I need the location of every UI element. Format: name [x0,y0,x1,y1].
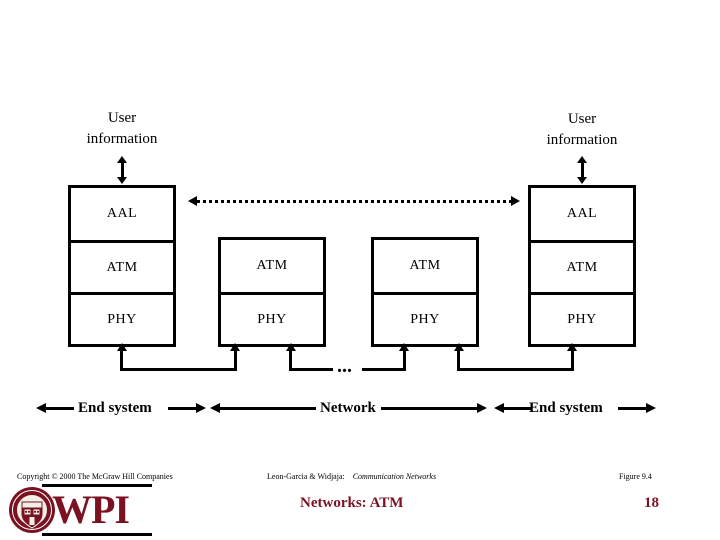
footer-figure-number: Figure 9.4 [619,472,652,481]
arrow-shaft [219,407,316,410]
arrow-head-up-icon [399,343,409,351]
connector-leg [403,350,406,371]
layer-phy: PHY [374,292,476,344]
arrow-head-up-icon [230,343,240,351]
course-title: Networks: ATM [300,495,404,511]
phy-link-connector-1 [117,343,240,371]
arrow-head-right-icon [646,403,656,413]
layer-aal: AAL [71,188,173,240]
arrow-shaft [618,407,647,410]
dashed-line [197,200,511,203]
arrow-shaft [45,407,74,410]
user-information-arrow-left [115,156,129,184]
span-label-end-system-right: End system [529,400,603,416]
wpi-wordmark: WPI [52,487,130,532]
span-label-end-system-left: End system [78,400,152,416]
connector-leg [234,350,237,371]
arrow-shaft [503,407,532,410]
arrow-head-up-icon [577,156,587,163]
arrow-head-up-icon [286,343,296,351]
connector-leg [289,350,292,371]
logo-rule-top [42,484,152,487]
arrow-head-up-icon [117,156,127,163]
span-label-network: Network [320,400,376,416]
footer-citation-authors: Leon-Garcia & Widjaja: [267,472,345,481]
arrow-head-left-icon [210,403,220,413]
span-arrow-end-system-right-end [618,403,656,414]
arrow-shaft [581,161,584,179]
layer-phy: PHY [71,292,173,344]
span-arrow-network-end [381,403,487,414]
arrow-head-left-icon [36,403,46,413]
layer-atm: ATM [531,240,633,292]
user-information-line-1: User [567,111,597,127]
phy-link-connector-2 [286,343,409,371]
arrow-head-down-icon [117,177,127,184]
footer-citation-title: Communication Networks [352,472,437,481]
user-information-label-right: User information [507,109,657,151]
layer-phy: PHY [221,292,323,344]
connector-leg [571,350,574,371]
wpi-seal-icon [9,487,55,533]
aal-peer-link-dashed-arrow [188,196,520,207]
arrow-head-right-icon [477,403,487,413]
protocol-stack-end-system-left: AAL ATM PHY [68,185,176,347]
footer-copyright: Copyright © 2000 The McGraw Hill Compani… [17,472,173,481]
user-information-line-1: User [107,110,137,126]
arrow-head-left-icon [188,196,197,206]
span-arrow-network-start [210,403,316,414]
span-arrow-end-system-right-start [494,403,532,414]
arrow-head-right-icon [511,196,520,206]
phy-link-connector-3 [454,343,577,371]
layer-phy: PHY [531,292,633,344]
wpi-logo: WPI [8,483,156,537]
arrow-shaft [168,407,197,410]
connector-bar-left-segment [289,368,334,371]
arrow-head-up-icon [117,343,127,351]
footer-citation: Leon-Garcia & Widjaja: Communication Net… [267,472,436,481]
connector-bar [120,368,237,371]
protocol-stack-end-system-right: AAL ATM PHY [528,185,636,347]
arrow-head-down-icon [577,177,587,184]
connector-bar [457,368,574,371]
ellipsis-label: ... [337,355,352,377]
protocol-stack-network-node-1: ATM PHY [218,237,326,347]
user-information-line-2: information [546,132,618,148]
layer-atm: ATM [221,240,323,292]
user-information-line-2: information [86,131,158,147]
connector-leg [120,350,123,371]
protocol-stack-network-node-2: ATM PHY [371,237,479,347]
connector-leg [457,350,460,371]
arrow-head-right-icon [196,403,206,413]
arrow-shaft [121,161,124,179]
arrow-head-up-icon [454,343,464,351]
layer-aal: AAL [531,188,633,240]
arrow-head-left-icon [494,403,504,413]
layer-atm: ATM [374,240,476,292]
span-arrow-end-system-left-start [36,403,74,414]
arrow-shaft [381,407,478,410]
arrow-head-up-icon [567,343,577,351]
page-number: 18 [644,495,659,511]
logo-rule-bottom [42,533,152,536]
span-arrow-end-system-left-end [168,403,206,414]
user-information-label-left: User information [47,108,197,150]
layer-atm: ATM [71,240,173,292]
user-information-arrow-right [575,156,589,184]
connector-bar-right-segment [361,368,406,371]
